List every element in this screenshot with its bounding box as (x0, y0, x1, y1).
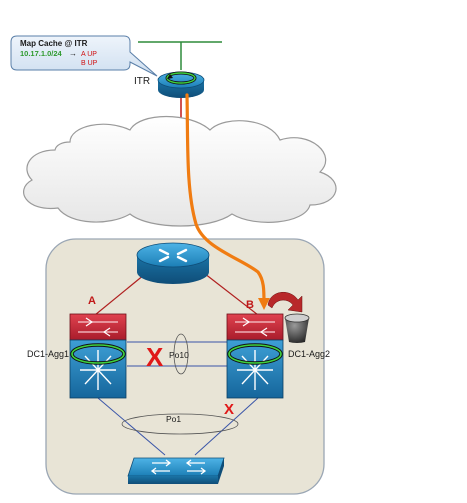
callout-entry-a: A UP (81, 51, 97, 58)
storage-bucket-icon (284, 313, 310, 344)
po10-label: Po10 (169, 350, 189, 360)
itr-label: ITR (134, 76, 150, 87)
agg2-label: DC1-Agg2 (288, 349, 330, 359)
marker-a: A (88, 295, 96, 307)
failure-x-icon: X (146, 342, 164, 372)
topology-links (94, 269, 259, 456)
traffic-path (185, 93, 266, 305)
core-router-icon (136, 242, 210, 284)
traffic-path-arrowhead (258, 298, 270, 310)
cloud-icon (23, 115, 337, 227)
po1-label: Po1 (166, 414, 181, 424)
callout-entry-b: B UP (81, 60, 98, 67)
callout-title: Map Cache @ ITR (20, 39, 88, 48)
marker-b: B (246, 299, 254, 311)
po10-bundle (173, 333, 189, 375)
refresh-arrow-icon (267, 292, 303, 313)
callout-arrow: → (69, 49, 77, 58)
map-cache-callout: Map Cache @ ITR 10.17.1.0/24 → A UP B UP (10, 35, 158, 77)
po1-bundle (121, 413, 239, 435)
agg1-label: DC1-Agg1 (27, 349, 69, 359)
access-switch-icon (127, 457, 225, 484)
itr-router-icon (157, 71, 205, 98)
agg2-switch-icon (226, 313, 284, 399)
callout-prefix: 10.17.1.0/24 (20, 49, 63, 58)
failure-x-icon-2: X (224, 401, 234, 418)
agg1-switch-icon (69, 313, 127, 399)
